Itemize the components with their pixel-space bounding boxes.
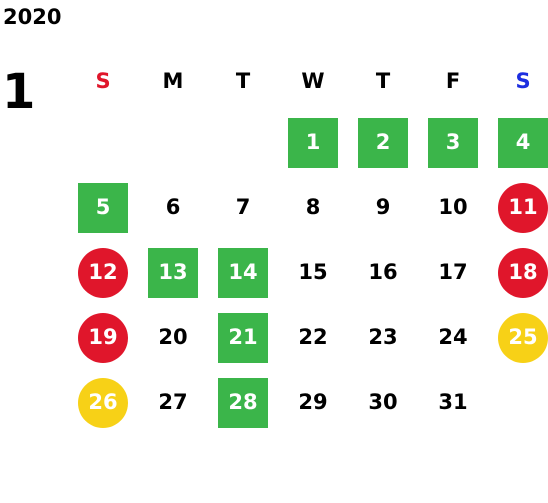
calendar-year: 2020 — [3, 5, 62, 29]
day-29[interactable]: 29 — [298, 390, 328, 414]
week-row: 5 6 7 8 9 10 11 — [68, 175, 548, 240]
day-cell: 19 — [68, 305, 138, 370]
day-cell: 9 — [348, 175, 418, 240]
day-cell: 21 — [208, 305, 278, 370]
day-cell: 27 — [138, 370, 208, 435]
day-cell: 31 — [418, 370, 488, 435]
weekday-cell-tuesday: T — [208, 52, 278, 110]
weekday-cell-wednesday: W — [278, 52, 348, 110]
day-cell: 10 — [418, 175, 488, 240]
weekday-label-tuesday: T — [235, 68, 251, 93]
day-cell: 22 — [278, 305, 348, 370]
day-cell: 24 — [418, 305, 488, 370]
week-row: 19 20 21 22 23 24 25 — [68, 305, 548, 370]
weekday-cell-saturday: S — [488, 52, 548, 110]
day-30[interactable]: 30 — [368, 390, 398, 414]
weekday-label-friday: F — [445, 68, 461, 93]
day-12-red-marker[interactable]: 12 — [78, 247, 128, 298]
weekday-label-wednesday: W — [301, 68, 325, 93]
day-4-green-marker[interactable]: 4 — [498, 117, 548, 168]
day-14-green-marker[interactable]: 14 — [218, 247, 268, 298]
day-cell: 7 — [208, 175, 278, 240]
weekday-label-saturday: S — [515, 68, 531, 93]
week-row: 12 13 14 15 16 17 18 — [68, 240, 548, 305]
weekday-cell-monday: M — [138, 52, 208, 110]
calendar-month: 1 — [2, 64, 36, 120]
day-cell: 14 — [208, 240, 278, 305]
day-13-green-marker[interactable]: 13 — [148, 247, 198, 298]
day-26-yellow-marker[interactable]: 26 — [78, 377, 128, 428]
day-5-green-marker[interactable]: 5 — [78, 182, 128, 233]
day-cell — [488, 370, 548, 435]
day-cell: 28 — [208, 370, 278, 435]
day-cell — [68, 110, 138, 175]
day-cell: 15 — [278, 240, 348, 305]
weekday-label-sunday: S — [95, 68, 111, 93]
day-27[interactable]: 27 — [158, 390, 188, 414]
day-15[interactable]: 15 — [298, 260, 328, 284]
day-11-red-marker[interactable]: 11 — [498, 182, 548, 233]
day-28-green-marker[interactable]: 28 — [218, 377, 268, 428]
day-cell: 29 — [278, 370, 348, 435]
day-cell: 4 — [488, 110, 548, 175]
day-cell: 25 — [488, 305, 548, 370]
day-3-green-marker[interactable]: 3 — [428, 117, 478, 168]
day-23[interactable]: 23 — [368, 325, 398, 349]
day-20[interactable]: 20 — [158, 325, 188, 349]
day-cell: 12 — [68, 240, 138, 305]
week-row: 26 27 28 29 30 31 — [68, 370, 548, 435]
weekday-cell-thursday: T — [348, 52, 418, 110]
day-9[interactable]: 9 — [375, 195, 391, 219]
day-25-yellow-marker[interactable]: 25 — [498, 312, 548, 363]
weekday-label-monday: M — [162, 68, 184, 93]
day-cell: 5 — [68, 175, 138, 240]
day-8[interactable]: 8 — [305, 195, 321, 219]
day-cell: 3 — [418, 110, 488, 175]
day-cell: 13 — [138, 240, 208, 305]
day-cell: 2 — [348, 110, 418, 175]
day-cell: 8 — [278, 175, 348, 240]
day-cell: 26 — [68, 370, 138, 435]
day-cell — [138, 110, 208, 175]
day-19-red-marker[interactable]: 19 — [78, 312, 128, 363]
day-cell: 17 — [418, 240, 488, 305]
day-18-red-marker[interactable]: 18 — [498, 247, 548, 298]
day-31[interactable]: 31 — [438, 390, 468, 414]
day-17[interactable]: 17 — [438, 260, 468, 284]
weekday-cell-friday: F — [418, 52, 488, 110]
day-cell: 18 — [488, 240, 548, 305]
day-cell — [208, 110, 278, 175]
day-1-green-marker[interactable]: 1 — [288, 117, 338, 168]
day-cell: 6 — [138, 175, 208, 240]
day-cell: 23 — [348, 305, 418, 370]
day-cell: 16 — [348, 240, 418, 305]
weekday-cell-sunday: S — [68, 52, 138, 110]
day-16[interactable]: 16 — [368, 260, 398, 284]
day-cell: 11 — [488, 175, 548, 240]
day-cell: 30 — [348, 370, 418, 435]
day-cell: 1 — [278, 110, 348, 175]
day-cell: 20 — [138, 305, 208, 370]
day-10[interactable]: 10 — [438, 195, 468, 219]
day-6[interactable]: 6 — [165, 195, 181, 219]
day-7[interactable]: 7 — [235, 195, 251, 219]
day-22[interactable]: 22 — [298, 325, 328, 349]
day-24[interactable]: 24 — [438, 325, 468, 349]
day-2-green-marker[interactable]: 2 — [358, 117, 408, 168]
day-21-green-marker[interactable]: 21 — [218, 312, 268, 363]
weekday-label-thursday: T — [375, 68, 391, 93]
